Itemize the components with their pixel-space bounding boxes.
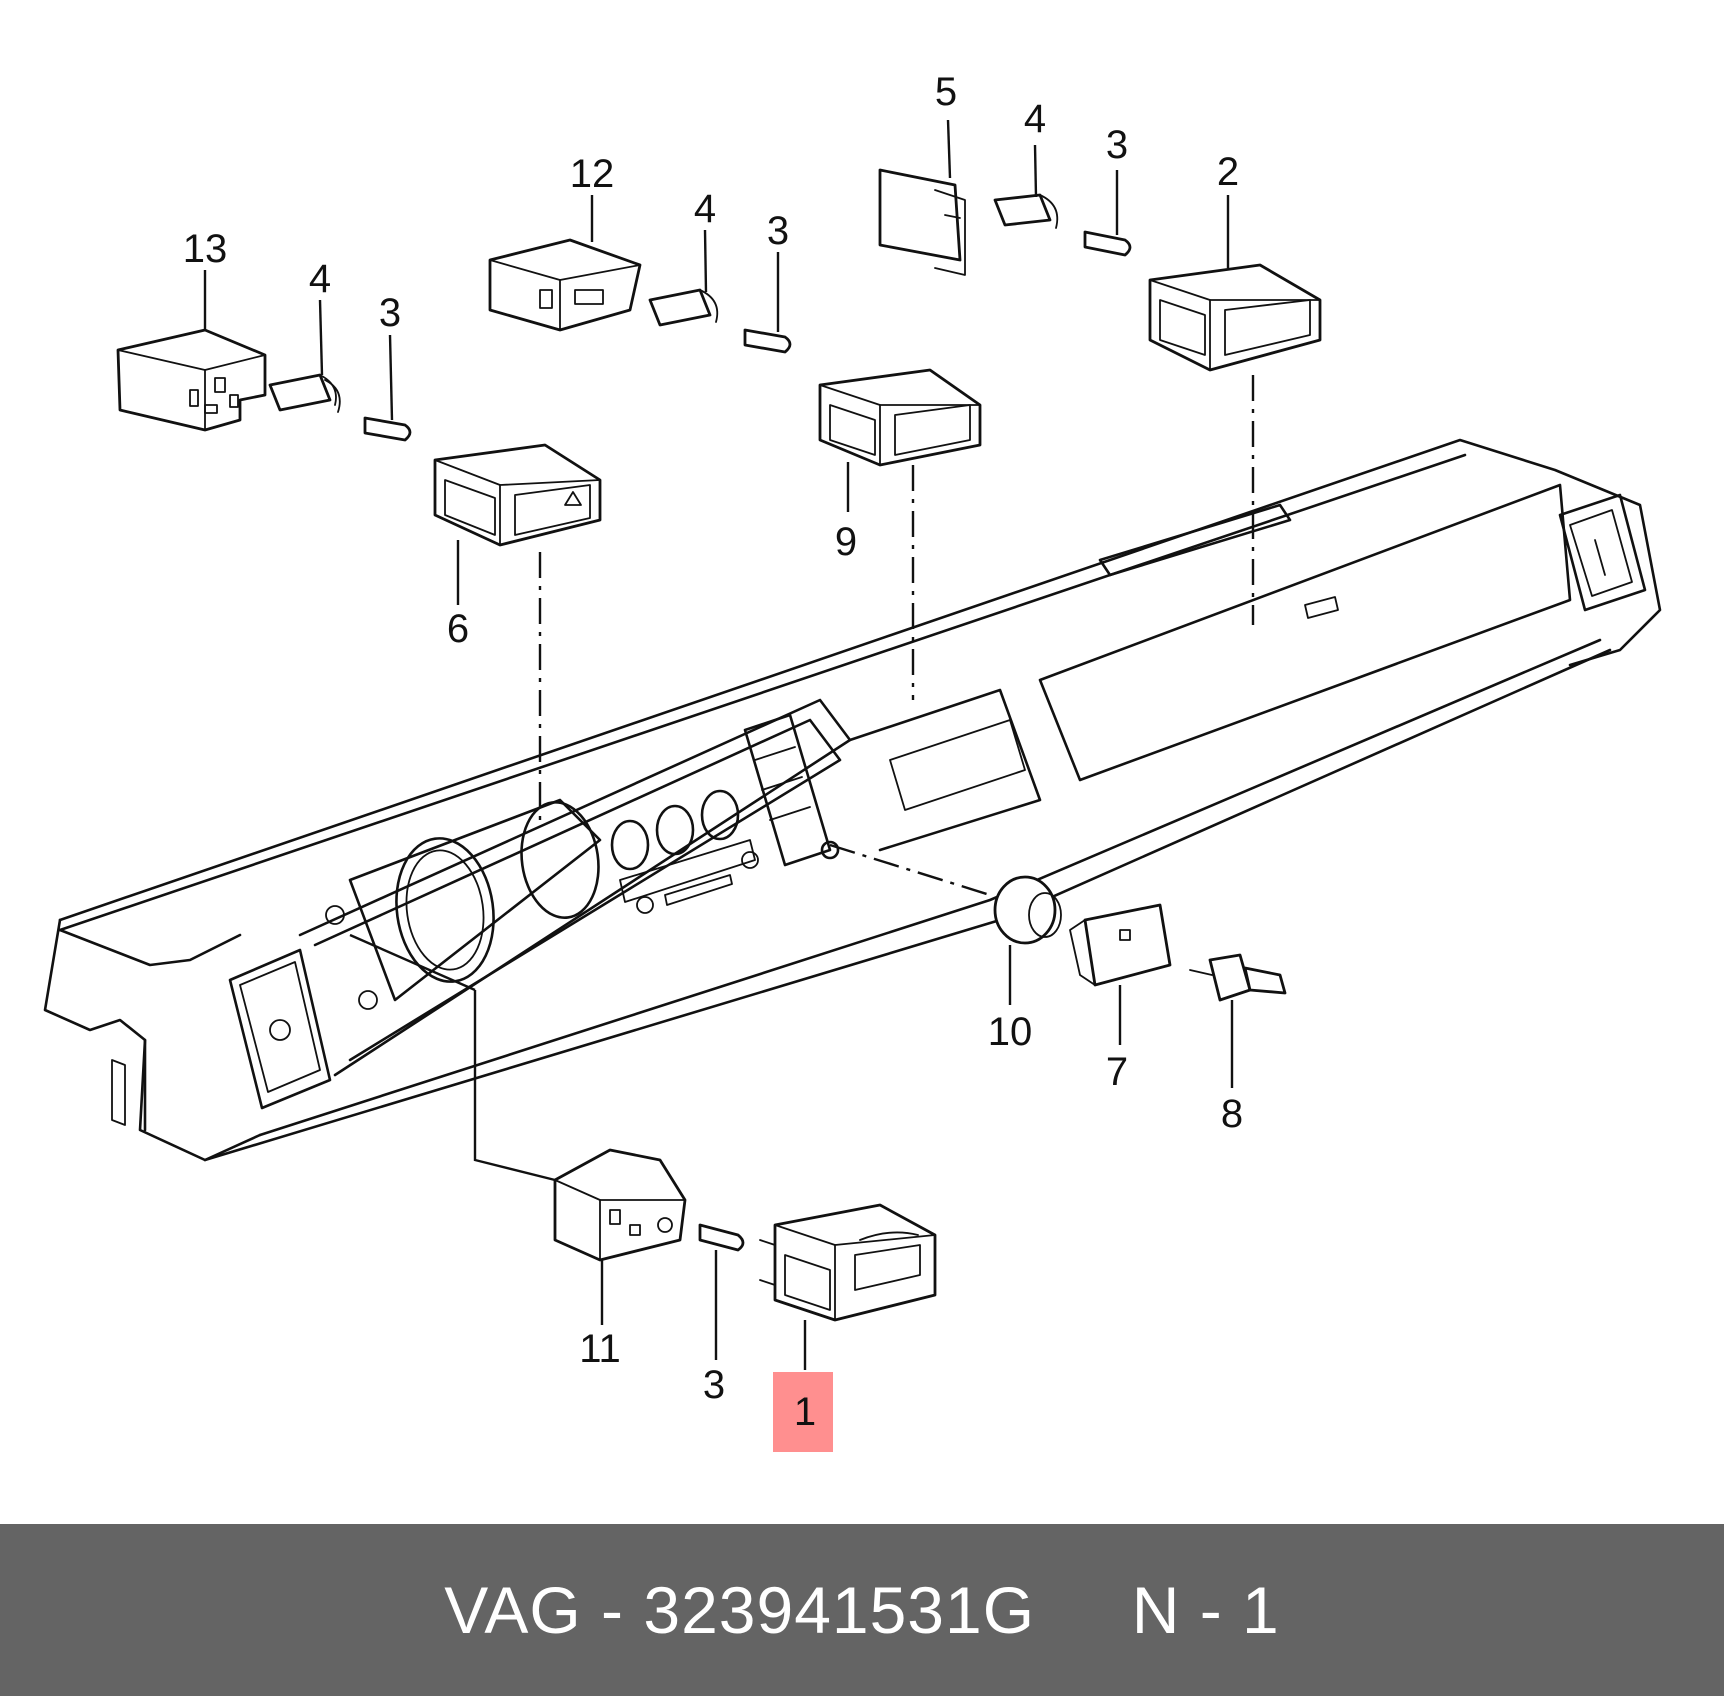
callout-4: 4 [309,257,331,301]
callout-2: 2 [1217,150,1239,194]
bulb-3a [363,416,412,442]
knob-10 [993,875,1062,945]
callout-labels: 13 4 3 12 4 3 5 4 3 2 9 6 10 7 8 11 3 1 [183,70,1243,1434]
callout-10: 10 [988,1010,1033,1054]
connector-housing-11 [553,1148,687,1262]
bulb-holder-4c [993,193,1059,229]
callout-1: 1 [794,1390,816,1434]
callout-3: 3 [703,1363,725,1407]
rotary-switch-7 [1069,903,1172,987]
callout-13: 13 [183,227,228,271]
guide-lines [538,375,1255,897]
knob-shaft-8 [1189,953,1287,1002]
bulb-holder-4b [648,288,719,327]
callout-11: 11 [579,1327,621,1371]
bulb-3d [698,1223,745,1252]
clip-housing-5 [878,168,966,276]
callout-4: 4 [1024,97,1046,141]
callout-6: 6 [447,607,469,651]
callout-3: 3 [1106,123,1128,167]
callout-7: 7 [1106,1050,1128,1094]
connector-housing-13 [116,328,267,432]
rocker-switch-9 [818,368,982,467]
callout-5: 5 [935,70,957,114]
light-switch-1 [759,1203,937,1322]
exploded-parts-diagram: 13 4 3 12 4 3 5 4 3 2 9 6 10 7 8 11 3 1 [43,70,1662,1452]
connector-housing-12 [488,238,642,332]
callout-3: 3 [767,209,789,253]
leader-lines [203,119,1234,1370]
rocker-switch-2 [1148,263,1322,372]
callout-4: 4 [694,187,716,231]
callout-9: 9 [835,520,857,564]
callout-3: 3 [379,291,401,335]
callout-8: 8 [1221,1092,1243,1136]
callout-12: 12 [570,152,615,196]
bulb-3b [743,328,792,354]
part-number-footer: VAG - 323941531G N - 1 [0,1524,1724,1696]
bulb-3c [1083,230,1132,257]
bulb-holder-4a [268,373,341,413]
rocker-switch-6 [433,443,602,547]
part-number-text: VAG - 323941531G N - 1 [444,1573,1280,1647]
highlight-box [773,1372,833,1452]
